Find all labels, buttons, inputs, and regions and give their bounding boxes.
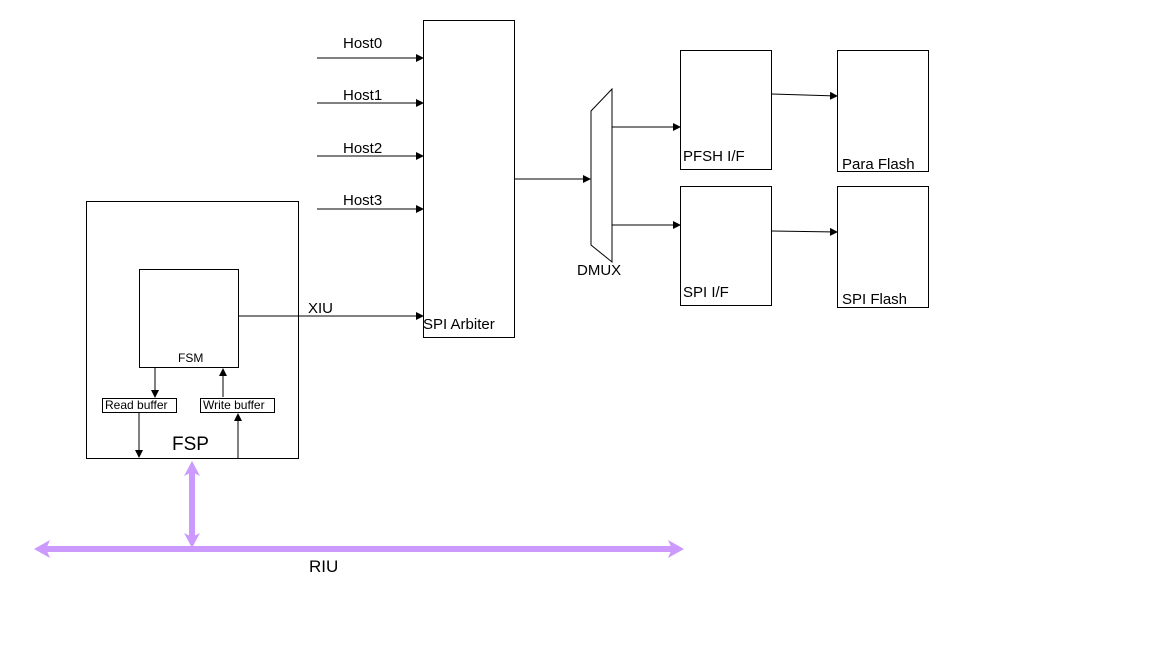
- pfsh-if-label: PFSH I/F: [683, 148, 745, 165]
- riu-left-arrowhead: [34, 540, 50, 558]
- riu-bus: [34, 540, 684, 558]
- spi-flash-label: SPI Flash: [842, 291, 908, 308]
- fsp-riu-link: [184, 461, 200, 548]
- pfsh-to-para-flash-arrow: [771, 91, 838, 100]
- spi-if-to-spi-flash-arrow: [771, 227, 838, 236]
- spi-arbiter-label: SPI Arbiter: [423, 316, 495, 333]
- fsm-block: [139, 269, 239, 368]
- host3-label: Host3: [343, 192, 383, 209]
- riu-label: RIU: [309, 557, 339, 576]
- dmux-label: DMUX: [577, 262, 622, 279]
- riu-right-arrowhead: [668, 540, 684, 558]
- xiu-label: XIU: [308, 300, 334, 317]
- host2-label: Host2: [343, 140, 383, 157]
- host1-label: Host1: [343, 87, 383, 104]
- spi-arbiter-block: [423, 20, 515, 338]
- para-flash-label: Para Flash: [842, 156, 915, 173]
- fsp-block: [86, 201, 299, 459]
- dmux-block: [590, 87, 613, 264]
- para-flash-block: [837, 50, 929, 172]
- spi-if-label: SPI I/F: [683, 284, 729, 301]
- pfsh-if-block: [680, 50, 772, 170]
- spi-flash-block: [837, 186, 929, 308]
- fsp-label: FSP: [172, 434, 209, 455]
- fsm-label: FSM: [178, 351, 204, 365]
- host0-label: Host0: [343, 35, 383, 52]
- read-buffer-block: Read buffer: [102, 398, 177, 413]
- spi-if-block: [680, 186, 772, 306]
- write-buffer-block: Write buffer: [200, 398, 275, 413]
